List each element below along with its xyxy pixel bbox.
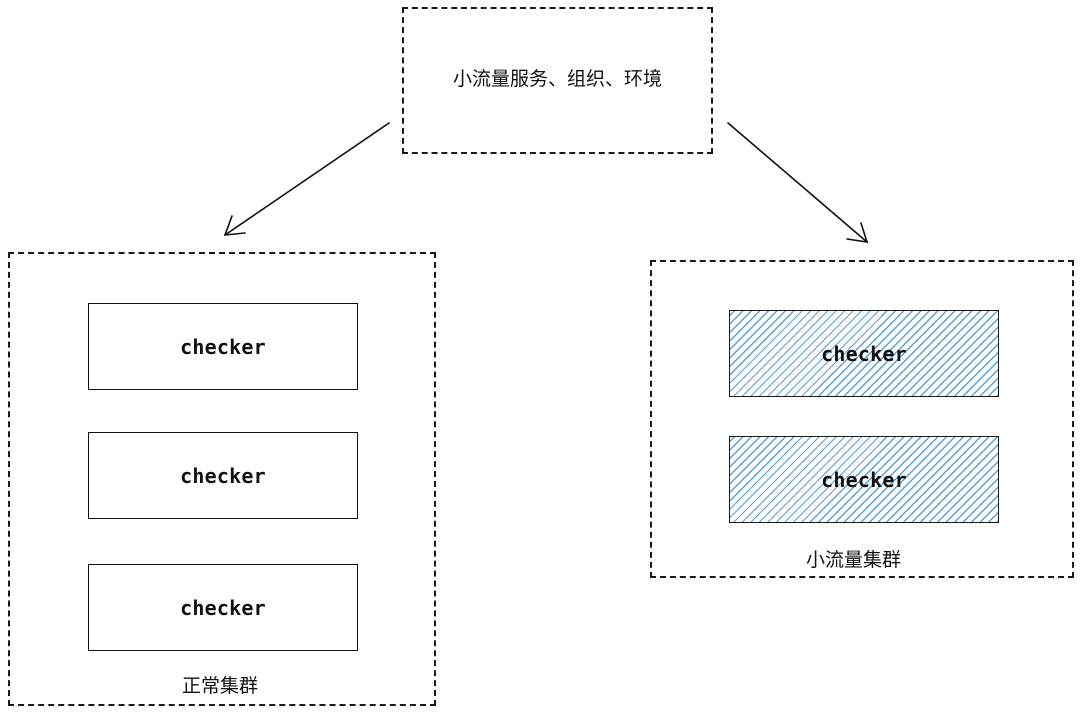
source-node-label: 小流量服务、组织、环境 [452, 68, 662, 90]
checker-box: checker [88, 432, 358, 519]
checker-label: checker [821, 467, 907, 492]
checker-box: checker [88, 564, 358, 651]
checker-box: checker [88, 303, 358, 390]
hatched-checker-box: checker [729, 310, 999, 397]
source-node-box: 小流量服务、组织、环境 [402, 7, 713, 154]
arrow-to-small-traffic-cluster [727, 122, 869, 243]
hatched-checker-box: checker [729, 436, 999, 523]
checker-label: checker [180, 595, 266, 620]
normal-cluster-box: checker checker checker 正常集群 [8, 252, 436, 706]
checker-label: checker [821, 341, 907, 366]
checker-label: checker [180, 463, 266, 488]
small-traffic-cluster-label: 小流量集群 [806, 549, 902, 571]
arrow-to-normal-cluster [223, 122, 390, 236]
checker-label: checker [180, 334, 266, 359]
normal-cluster-label: 正常集群 [182, 675, 259, 697]
small-traffic-cluster-box: checker checker 小流量集群 [650, 260, 1074, 578]
